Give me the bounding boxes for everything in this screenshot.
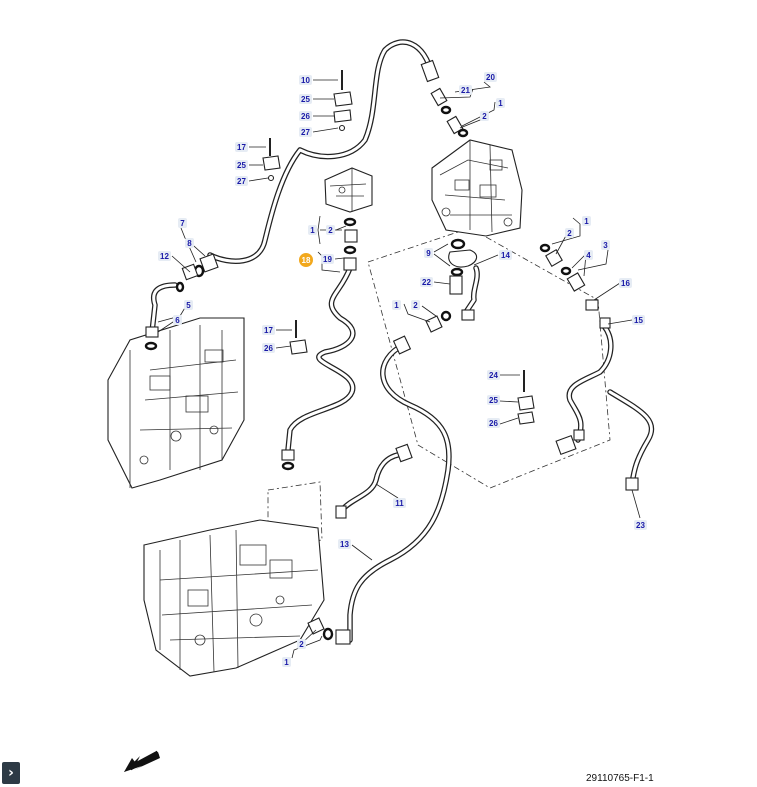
callout-14[interactable]: 14: [499, 250, 512, 260]
callout-16[interactable]: 16: [619, 278, 632, 288]
callout-26[interactable]: 26: [299, 111, 312, 121]
callout-19[interactable]: 19: [321, 254, 334, 264]
callout-1[interactable]: 1: [496, 98, 505, 108]
svg-text:26: 26: [264, 344, 273, 353]
svg-text:2: 2: [482, 112, 487, 121]
svg-text:25: 25: [237, 161, 246, 170]
callout-13[interactable]: 13: [338, 539, 351, 549]
transmission-housing-bottom: [143, 519, 325, 677]
svg-text:2: 2: [299, 640, 304, 649]
svg-text:21: 21: [461, 86, 470, 95]
transmission-housing-left: [107, 317, 245, 489]
svg-text:1: 1: [394, 301, 399, 310]
svg-text:9: 9: [426, 249, 431, 258]
callout-11[interactable]: 11: [393, 498, 406, 508]
svg-text:2: 2: [413, 301, 418, 310]
callout-1[interactable]: 1: [308, 225, 317, 235]
callout-25[interactable]: 25: [235, 160, 248, 170]
callout-2[interactable]: 2: [565, 228, 574, 238]
svg-text:19: 19: [323, 255, 332, 264]
svg-text:27: 27: [301, 128, 310, 137]
callout-2[interactable]: 2: [411, 300, 420, 310]
callout-17[interactable]: 17: [235, 142, 248, 152]
svg-text:7: 7: [180, 219, 185, 228]
control-valve-block: [431, 139, 523, 237]
svg-text:26: 26: [489, 419, 498, 428]
svg-text:11: 11: [395, 499, 404, 508]
svg-text:16: 16: [621, 279, 630, 288]
callout-labels: 20 21 1 2 10 25 26 27 17 25 27 1 2 18 19…: [158, 72, 647, 667]
svg-text:23: 23: [636, 521, 645, 530]
svg-text:15: 15: [634, 316, 643, 325]
callout-25[interactable]: 25: [299, 94, 312, 104]
callout-5[interactable]: 5: [184, 300, 193, 310]
svg-text:1: 1: [310, 226, 315, 235]
svg-text:10: 10: [301, 76, 310, 85]
callout-2[interactable]: 2: [326, 225, 335, 235]
callout-12[interactable]: 12: [158, 251, 171, 261]
svg-text:13: 13: [340, 540, 349, 549]
callout-1[interactable]: 1: [582, 216, 591, 226]
callout-23[interactable]: 23: [634, 520, 647, 530]
svg-text:14: 14: [501, 251, 510, 260]
svg-text:18: 18: [302, 256, 311, 265]
chevron-right-icon: ›: [8, 765, 14, 781]
callout-22[interactable]: 22: [420, 277, 433, 287]
svg-text:1: 1: [284, 658, 289, 667]
svg-text:22: 22: [422, 278, 431, 287]
svg-text:2: 2: [567, 229, 572, 238]
svg-text:24: 24: [489, 371, 498, 380]
highlighted-callout-18[interactable]: 18: [299, 253, 313, 267]
svg-text:26: 26: [301, 112, 310, 121]
callout-27[interactable]: 27: [299, 127, 312, 137]
callout-26[interactable]: 26: [262, 343, 275, 353]
callout-8[interactable]: 8: [185, 238, 194, 248]
callout-2[interactable]: 2: [480, 111, 489, 121]
hydraulic-hoses: [149, 39, 655, 643]
arrow-down-left-icon: [124, 750, 160, 772]
svg-text:12: 12: [160, 252, 169, 261]
callout-17[interactable]: 17: [262, 325, 275, 335]
svg-text:25: 25: [489, 396, 498, 405]
svg-text:25: 25: [301, 95, 310, 104]
svg-text:3: 3: [603, 241, 608, 250]
callout-2[interactable]: 2: [297, 639, 306, 649]
callout-15[interactable]: 15: [632, 315, 645, 325]
callout-1[interactable]: 1: [282, 657, 291, 667]
svg-text:1: 1: [498, 99, 503, 108]
expand-panel-button[interactable]: ›: [2, 762, 20, 784]
svg-text:27: 27: [237, 177, 246, 186]
callout-3[interactable]: 3: [601, 240, 610, 250]
callout-4[interactable]: 4: [584, 250, 593, 260]
fittings: [144, 59, 639, 645]
pilot-valve: [324, 167, 373, 213]
callout-21[interactable]: 21: [459, 85, 472, 95]
svg-text:17: 17: [264, 326, 273, 335]
svg-text:20: 20: [486, 73, 495, 82]
svg-text:5: 5: [186, 301, 191, 310]
figure-id: 29110765-F1-1: [586, 773, 654, 784]
svg-text:8: 8: [187, 239, 192, 248]
svg-text:6: 6: [175, 316, 180, 325]
callout-6[interactable]: 6: [173, 315, 182, 325]
svg-text:1: 1: [584, 217, 589, 226]
callout-7[interactable]: 7: [178, 218, 187, 228]
callout-27[interactable]: 27: [235, 176, 248, 186]
callout-24[interactable]: 24: [487, 370, 500, 380]
svg-text:17: 17: [237, 143, 246, 152]
clamps-and-bolts: [262, 70, 535, 425]
callout-25[interactable]: 25: [487, 395, 500, 405]
callout-9[interactable]: 9: [424, 248, 433, 258]
callout-26[interactable]: 26: [487, 418, 500, 428]
callout-1[interactable]: 1: [392, 300, 401, 310]
callout-20[interactable]: 20: [484, 72, 497, 82]
svg-text:2: 2: [328, 226, 333, 235]
svg-text:4: 4: [586, 251, 591, 260]
callout-10[interactable]: 10: [299, 75, 312, 85]
